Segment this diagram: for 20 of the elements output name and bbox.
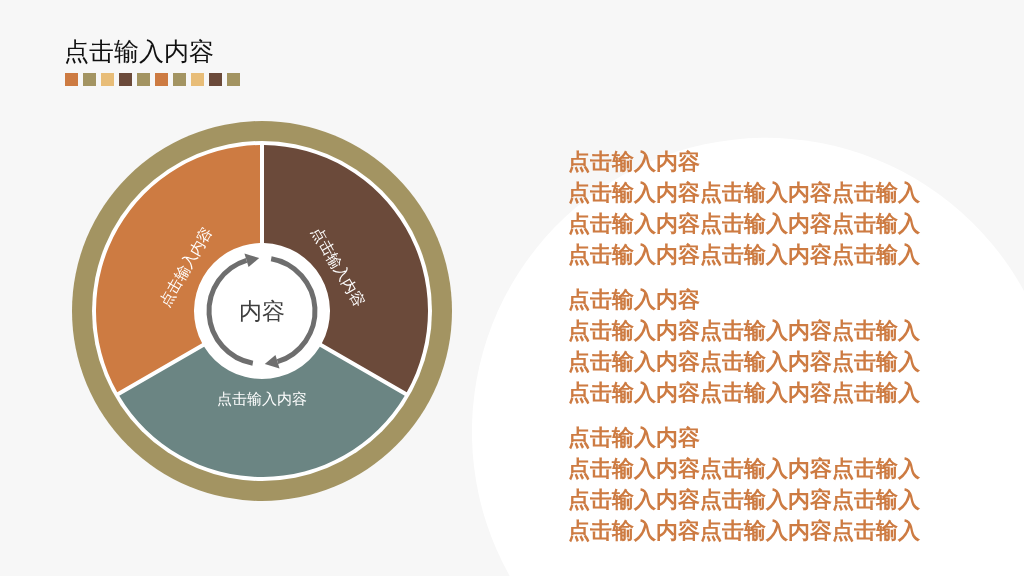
- body-text: 点击输入内容点击输入内容点击输入: [568, 317, 920, 345]
- body-text: 点击输入内容点击输入内容点击输入: [568, 179, 920, 207]
- body-text: 点击输入内容点击输入内容点击输入: [568, 486, 920, 514]
- heading-text: 点击输入内容: [568, 286, 700, 314]
- title: 点击输入内容: [64, 36, 214, 68]
- body-text: 点击输入内容点击输入内容点击输入: [568, 348, 920, 376]
- body-text: 点击输入内容点击输入内容点击输入: [568, 241, 920, 269]
- segment-label: 点击输入内容: [217, 390, 307, 408]
- segment-label: 点击输入内容: [307, 223, 369, 311]
- body-text: 点击输入内容点击输入内容点击输入: [568, 455, 920, 483]
- body-text: 点击输入内容点击输入内容点击输入: [568, 210, 920, 238]
- body-text: 点击输入内容点击输入内容点击输入: [568, 517, 920, 545]
- segment-label: 点击输入内容: [155, 223, 217, 311]
- heading-text: 点击输入内容: [568, 148, 700, 176]
- body-text: 点击输入内容点击输入内容点击输入: [568, 379, 920, 407]
- center-label: 内容: [239, 297, 285, 325]
- pie-segment: [96, 145, 260, 393]
- heading-text: 点击输入内容: [568, 424, 700, 452]
- pie-segment: [119, 346, 405, 477]
- pie-segment: [264, 145, 428, 393]
